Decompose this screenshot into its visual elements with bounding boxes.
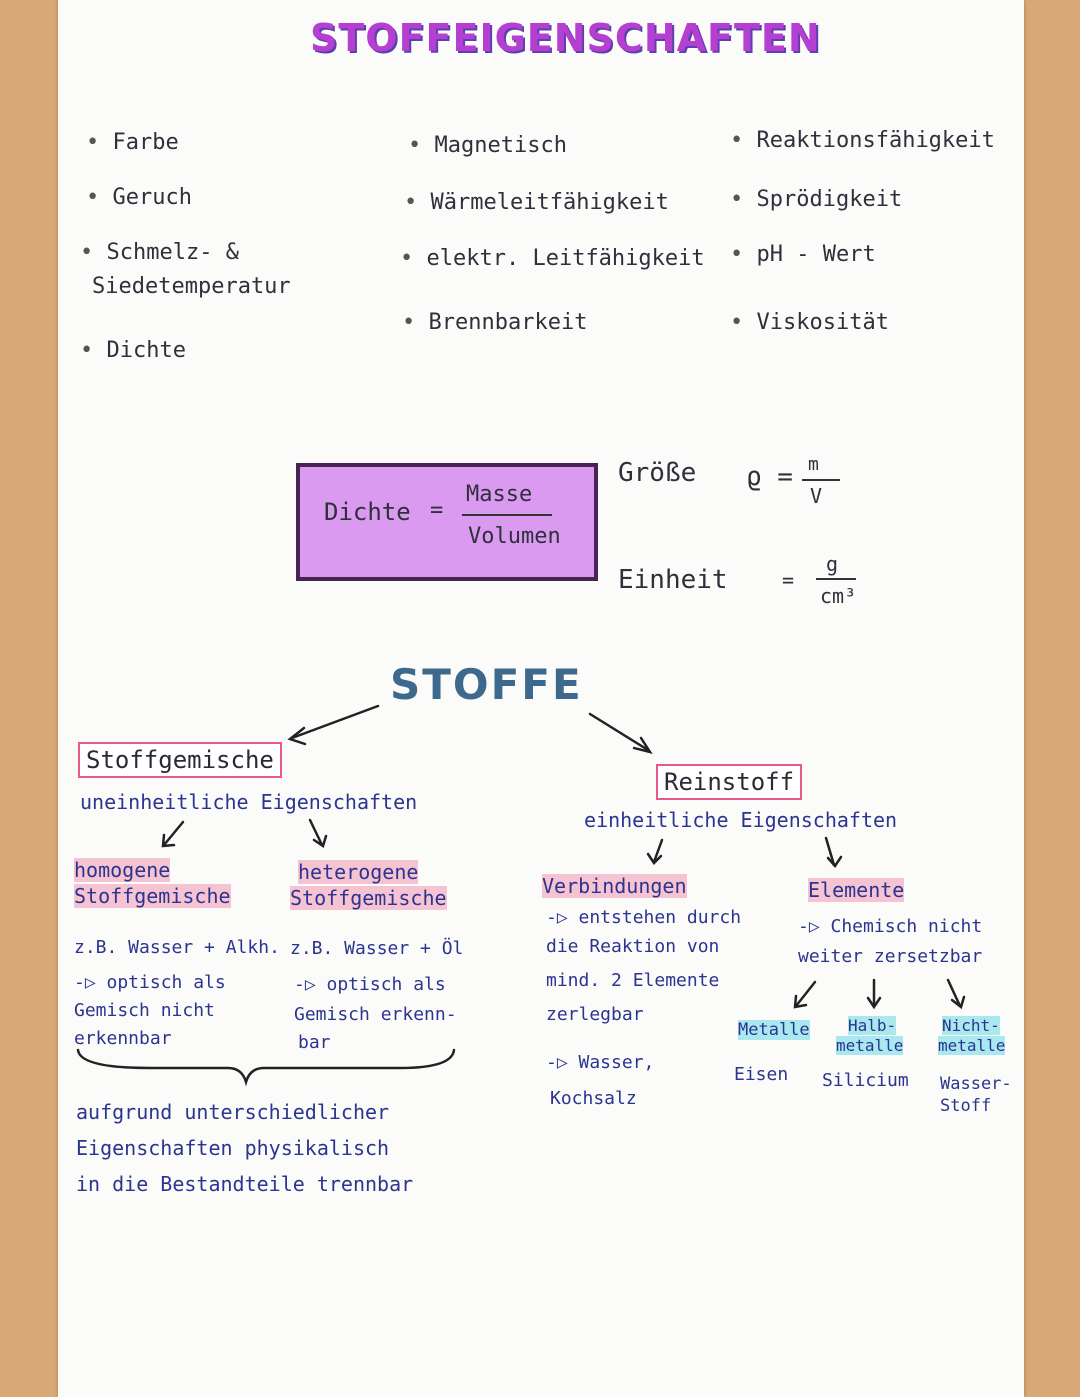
example-wasserstoff-1: Wasser-	[940, 1074, 1012, 1094]
verbindungen-desc-3: mind. 2 Elemente	[546, 970, 720, 991]
page-title: STOFFEIGENSCHAFTEN	[310, 16, 821, 60]
heterogen-desc-3: bar	[298, 1032, 331, 1053]
verbindungen-desc-4: zerlegbar	[546, 1004, 644, 1025]
metalle-label: Metalle	[738, 1020, 810, 1040]
verbindungen-desc-2: die Reaktion von	[546, 936, 720, 957]
halbmetalle-label-1: Halb-	[848, 1016, 897, 1035]
unit-numerator: g	[826, 552, 839, 576]
density-denominator: Volumen	[468, 524, 561, 549]
heterogen-title-2: Stoffgemische	[290, 886, 447, 910]
unit-denominator: cm³	[820, 584, 857, 608]
density-fraction-line	[462, 514, 552, 516]
groesse-label: Größe	[618, 458, 697, 488]
elemente-title: Elemente	[808, 878, 905, 902]
rho-denominator: V	[810, 484, 823, 508]
unit-fraction-line	[816, 578, 856, 580]
nichtmetalle-label-1: Nicht-	[942, 1016, 1000, 1035]
homogen-example: z.B. Wasser + Alkh.	[74, 937, 280, 958]
heterogen-desc-1: -▷ optisch als	[294, 974, 446, 995]
property-sproedigkeit: Sprödigkeit	[730, 187, 903, 212]
heterogen-title-1: heterogene	[298, 860, 419, 884]
homogen-title-2: Stoffgemische	[74, 884, 231, 908]
example-eisen: Eisen	[734, 1064, 789, 1085]
summary-line-2: Eigenschaften physikalisch	[76, 1136, 390, 1160]
example-wasserstoff-2: Stoff	[940, 1096, 992, 1116]
summary-line-3: in die Bestandteile trennbar	[76, 1172, 414, 1196]
property-ph-wert: pH - Wert	[730, 242, 876, 267]
density-numerator: Masse	[466, 482, 533, 507]
heterogen-desc-2: Gemisch erkenn-	[294, 1004, 457, 1025]
property-farbe: Farbe	[86, 130, 179, 155]
heterogen-example: z.B. Wasser + Öl	[290, 938, 464, 959]
property-siede: Siedetemperatur	[92, 274, 291, 299]
verbindungen-title: Verbindungen	[542, 874, 687, 898]
elemente-desc-1: -▷ Chemisch nicht	[798, 916, 983, 937]
property-elektr-leitfaehigkeit: elektr. Leitfähigkeit	[400, 246, 705, 271]
stoffgemische-label: Stoffgemische	[78, 742, 282, 778]
rho-numerator: m	[808, 454, 819, 475]
example-silicium: Silicium	[822, 1070, 909, 1091]
stoffgemische-subtitle: uneinheitliche Eigenschaften	[80, 790, 418, 814]
verbindungen-example-1: -▷ Wasser,	[546, 1052, 655, 1073]
stoffe-heading: STOFFE	[390, 660, 583, 709]
paper-sheet	[58, 0, 1024, 1397]
property-magnetisch: Magnetisch	[408, 133, 567, 158]
homogen-desc-2: Gemisch nicht	[74, 1000, 215, 1021]
property-dichte: Dichte	[80, 338, 186, 363]
property-brennbarkeit: Brennbarkeit	[402, 310, 588, 335]
property-geruch: Geruch	[86, 185, 192, 210]
density-formula-box	[296, 463, 598, 581]
halbmetalle-label-2: metalle	[836, 1036, 904, 1055]
verbindungen-example-2: Kochsalz	[550, 1088, 637, 1109]
property-waermeleitfaehigkeit: Wärmeleitfähigkeit	[404, 190, 669, 215]
unit-equals: =	[782, 568, 795, 592]
homogen-title-1: homogene	[74, 858, 171, 882]
property-viskositaet: Viskosität	[730, 310, 889, 335]
reinstoff-subtitle: einheitliche Eigenschaften	[584, 808, 898, 832]
homogen-desc-3: erkennbar	[74, 1028, 172, 1049]
rho-fraction-line	[802, 479, 840, 481]
density-label: Dichte	[324, 498, 411, 526]
rho-symbol: ϱ =	[746, 462, 793, 492]
homogen-desc-1: -▷ optisch als	[74, 972, 226, 993]
property-reaktionsfaehigkeit: Reaktionsfähigkeit	[730, 128, 995, 153]
property-schmelz: Schmelz- &	[80, 240, 239, 265]
elemente-desc-2: weiter zersetzbar	[798, 946, 983, 967]
summary-line-1: aufgrund unterschiedlicher	[76, 1100, 390, 1124]
verbindungen-desc-1: -▷ entstehen durch	[546, 907, 742, 928]
density-equals: =	[430, 498, 444, 523]
nichtmetalle-label-2: metalle	[938, 1036, 1006, 1055]
reinstoff-label: Reinstoff	[656, 764, 803, 800]
einheit-label: Einheit	[618, 565, 728, 595]
